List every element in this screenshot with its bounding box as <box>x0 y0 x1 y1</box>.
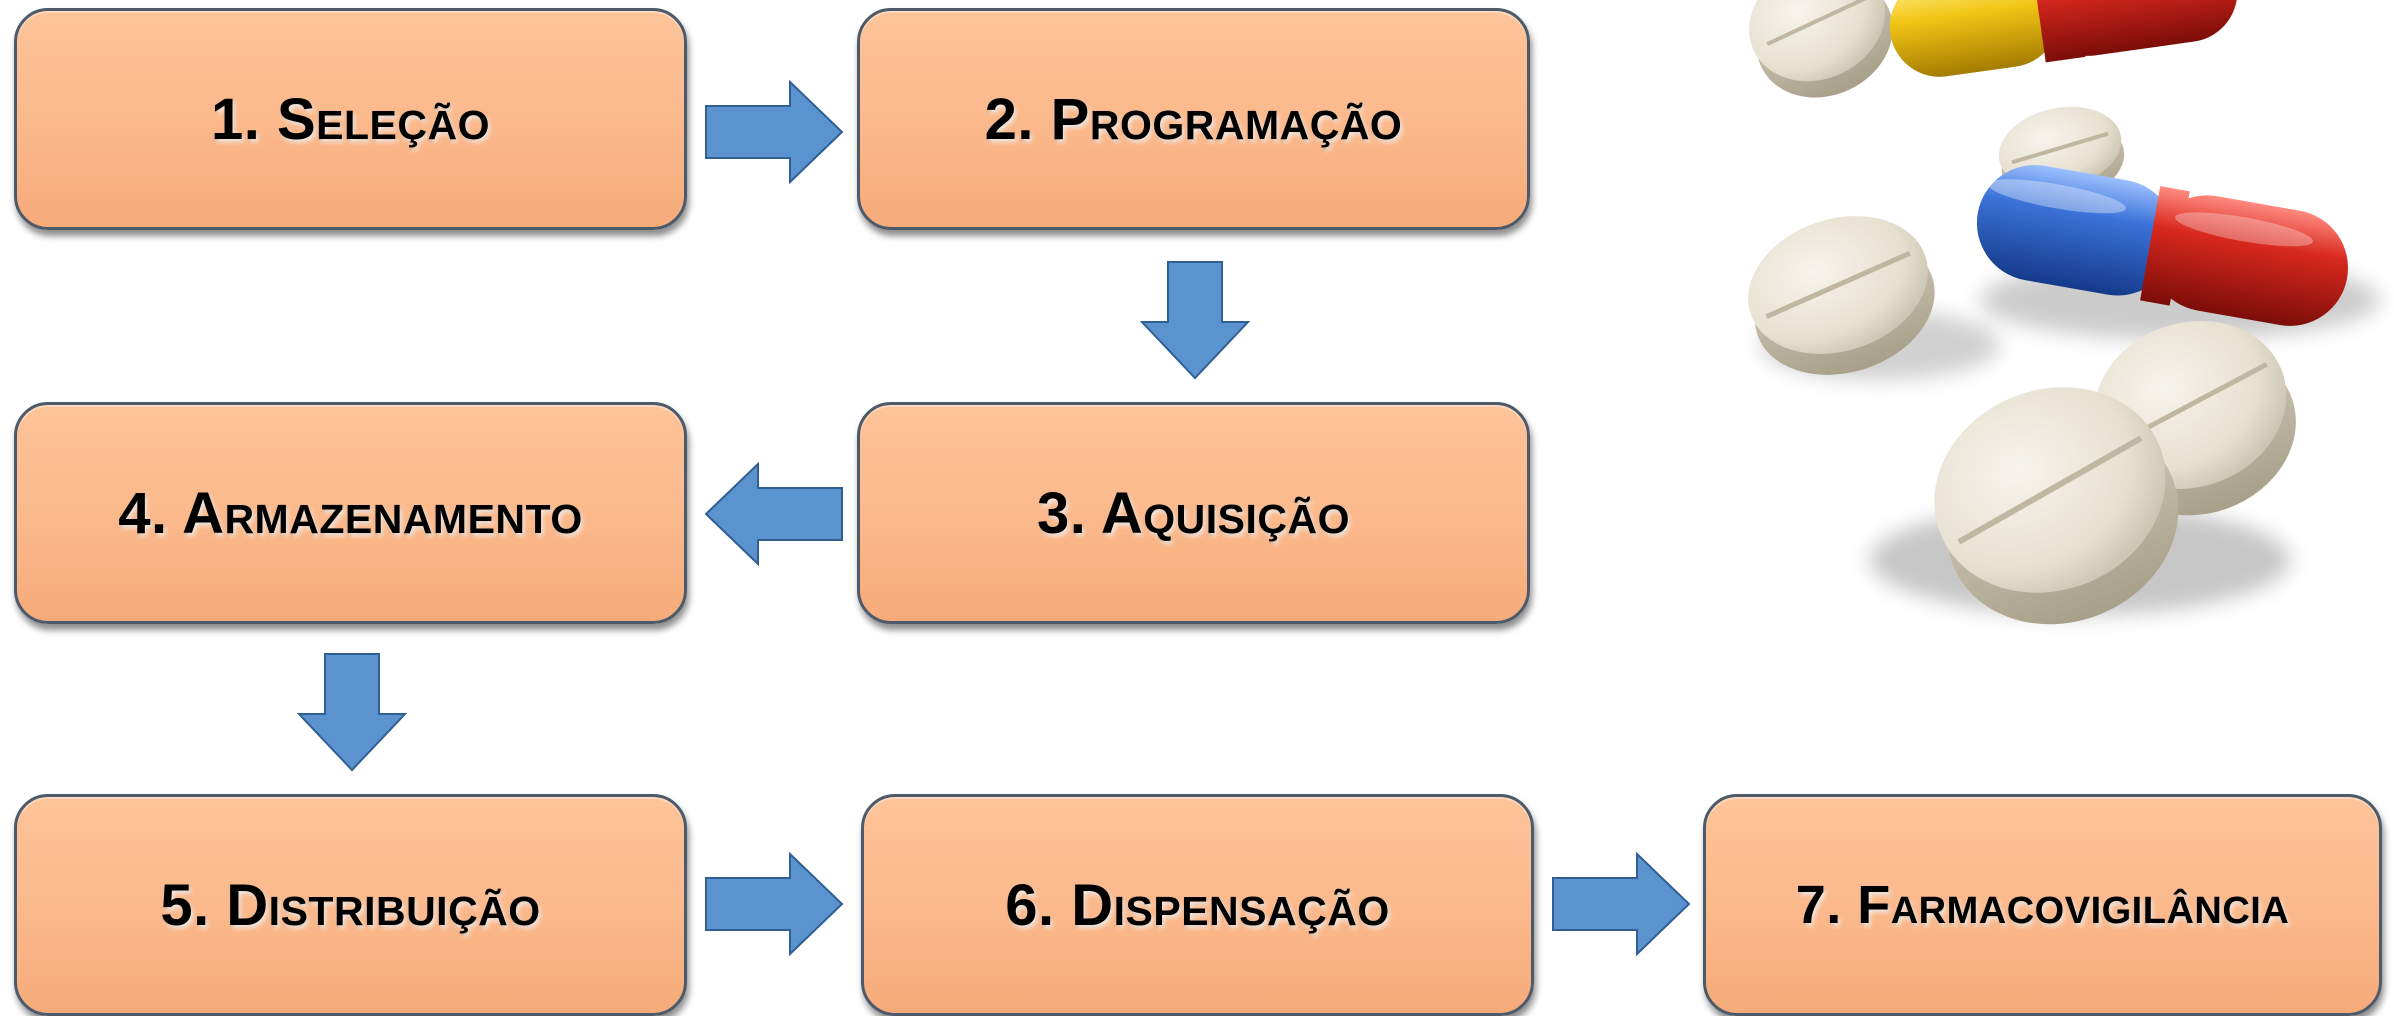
arrow-right-icon <box>705 79 844 185</box>
step-5-distribuicao: 5. Distribuição <box>14 794 687 1016</box>
tablet-front <box>1934 387 2179 625</box>
tablet-top <box>1749 0 1893 98</box>
step-4-armazenamento: 4. Armazenamento <box>14 402 687 624</box>
arrow-down-icon <box>1139 261 1251 380</box>
capsule-blue-red <box>1976 164 2348 326</box>
tablet-left <box>1748 216 1935 375</box>
step-6-label: 6. Dispensação <box>1005 872 1390 938</box>
arrow-down-icon <box>296 653 408 772</box>
step-3-aquisicao: 3. Aquisição <box>857 402 1530 624</box>
step-7-farmacovigilancia: 7. Farmacovigilância <box>1703 794 2382 1016</box>
capsule-top <box>1889 0 2238 77</box>
step-2-programacao: 2. Programação <box>857 8 1530 230</box>
arrow-left-icon <box>704 461 843 567</box>
arrow-right-icon <box>1552 851 1691 957</box>
step-5-label: 5. Distribuição <box>160 872 541 938</box>
arrow-right-icon <box>705 851 844 957</box>
step-6-dispensacao: 6. Dispensação <box>861 794 1534 1016</box>
step-2-label: 2. Programação <box>984 86 1403 152</box>
step-4-label: 4. Armazenamento <box>118 480 583 546</box>
step-3-label: 3. Aquisição <box>1037 480 1350 546</box>
step-7-label: 7. Farmacovigilância <box>1795 875 2290 935</box>
step-1-selecao: 1. Seleção <box>14 8 687 230</box>
step-1-label: 1. Seleção <box>210 86 491 152</box>
pills-icon <box>1748 0 2380 625</box>
